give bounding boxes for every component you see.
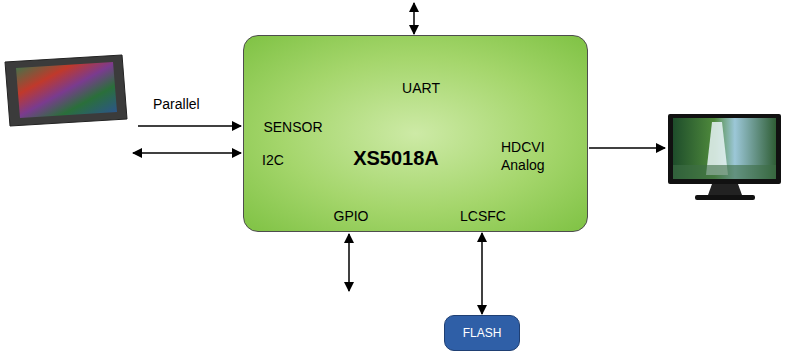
gpio-arrow [348, 234, 350, 291]
port-name: I2C [262, 152, 284, 170]
box-label: FLASH [463, 326, 502, 341]
port-name: SENSOR [263, 119, 322, 137]
bus-arrow [481, 233, 483, 314]
image-sensor [5, 55, 127, 126]
port-name: GPIO [333, 208, 368, 226]
port-name: HDCVI Analog [501, 139, 563, 174]
chip-name: XS5018A [353, 146, 439, 171]
flash-box: FLASH [444, 315, 520, 351]
soc-chip: UART SENSOR XS5018A HDCVI Analog I2C GPIO LCSF… [243, 35, 588, 232]
parallel-arrow [138, 125, 241, 127]
video-out-arrow [589, 147, 665, 149]
port-name: UART [402, 80, 440, 98]
port-name: LCSFC [460, 208, 506, 226]
i2c-arrow [133, 152, 241, 154]
uart-arrow [413, 3, 415, 34]
monitor [668, 114, 781, 200]
signal-name: Parallel [153, 96, 200, 113]
